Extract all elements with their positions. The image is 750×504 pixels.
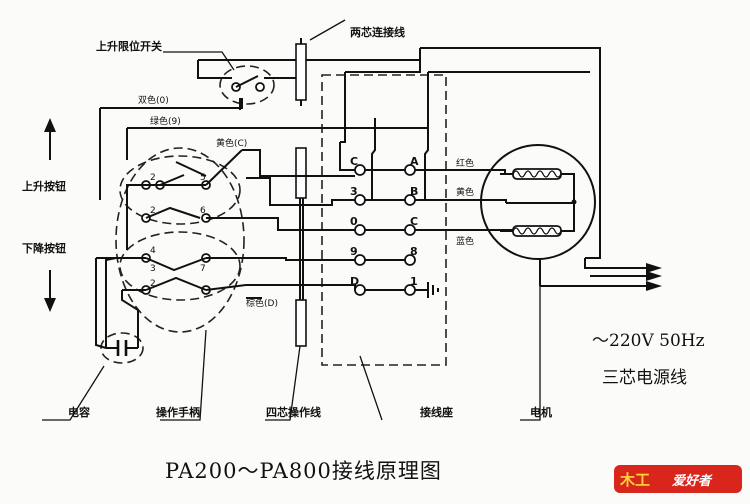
- handle-terminal-7: 7: [200, 264, 206, 274]
- label-power-spec: ～220V 50Hz: [592, 331, 705, 351]
- term-label-C: C: [350, 155, 358, 168]
- term-label-1: 1: [410, 275, 418, 288]
- label-handle: 操作手柄: [156, 405, 200, 419]
- term-label-0: 0: [350, 215, 358, 228]
- handle-terminal-2c: 2: [150, 279, 156, 289]
- logo-text: 爱好者: [672, 473, 713, 489]
- handle-terminal-6: 6: [200, 206, 206, 216]
- down-arrow-icon: [44, 270, 56, 312]
- up-arrow-icon: [44, 118, 56, 160]
- label-brown-color: 绿色(9): [150, 115, 181, 127]
- down-button-contacts: [141, 253, 211, 295]
- label-red: 红色: [456, 157, 474, 169]
- label-double-color: 双色(0): [138, 94, 169, 106]
- terminal-block: [321, 74, 447, 366]
- handle-terminal-3: 3: [150, 264, 156, 274]
- diagram-title: PA200～PA800接线原理图: [165, 459, 442, 483]
- four-core-cable: [295, 147, 307, 347]
- label-up-button: 上升按钮: [22, 179, 66, 193]
- handle-terminal-4: 4: [150, 246, 156, 256]
- handle-terminal-2: 2: [150, 173, 156, 183]
- label-power-cable: 三芯电源线: [602, 368, 687, 388]
- upper-limit-switch: [163, 48, 421, 110]
- logo-mark: 木工: [619, 471, 650, 489]
- label-terminal-block: 接线座: [420, 405, 453, 419]
- label-upper-limit-switch: 上升限位开关: [96, 39, 162, 53]
- logo-background: [614, 465, 742, 493]
- term-label-D: D: [350, 275, 359, 288]
- label-blue: 蓝色: [456, 235, 474, 247]
- label-down-button: 下降按钮: [22, 241, 66, 255]
- up-button-contacts: [141, 161, 211, 223]
- label-two-core-cable: 两芯连接线: [350, 25, 405, 39]
- handle-terminal-2b: 2: [150, 206, 156, 216]
- term-label-8: 8: [410, 245, 418, 258]
- label-yellow: 黄色: [456, 186, 474, 198]
- term-label-B: B: [410, 185, 418, 198]
- two-core-cable: [295, 19, 421, 106]
- handle-terminal-5: 5: [200, 173, 206, 183]
- label-black-d: 棕色(D): [246, 297, 278, 309]
- capacitor: [95, 257, 144, 364]
- term-label-9: 9: [350, 245, 358, 258]
- label-capacitor: 电容: [68, 405, 90, 419]
- term-label-A: A: [410, 155, 419, 168]
- label-yellow-c: 黄色(C): [216, 137, 247, 149]
- site-logo: 木工 爱好者: [614, 465, 742, 493]
- term-label-C2: C: [410, 215, 418, 228]
- label-four-core-cable: 四芯操作线: [266, 405, 321, 419]
- label-motor: 电机: [530, 405, 552, 419]
- operation-handle: [115, 147, 247, 333]
- motor: [480, 144, 596, 260]
- term-label-3: 3: [350, 185, 358, 198]
